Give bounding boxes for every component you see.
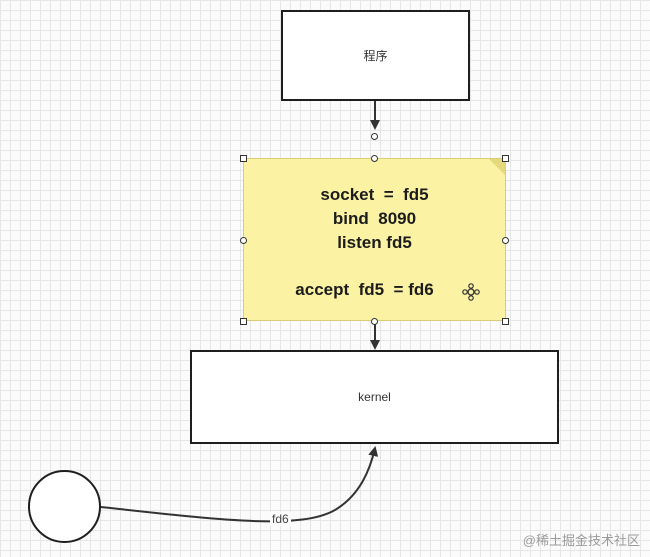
kernel-box[interactable]: kernel: [190, 350, 559, 444]
move-cursor-icon: [462, 283, 480, 301]
program-box[interactable]: 程序: [281, 10, 470, 101]
program-label: 程序: [363, 49, 388, 63]
resize-handle-bottom-right[interactable]: [502, 318, 509, 325]
resize-handle-bottom-left[interactable]: [240, 318, 247, 325]
note-line-accept: accept fd5 = fd6: [295, 280, 434, 299]
resize-handle-right[interactable]: [502, 237, 509, 244]
connection-point-top[interactable]: [371, 133, 378, 140]
resize-handle-left[interactable]: [240, 237, 247, 244]
note-line-listen: listen fd5: [337, 233, 412, 252]
edge-label-fd6: fd6: [270, 512, 291, 526]
resize-handle-bottom[interactable]: [371, 318, 378, 325]
code-note[interactable]: socket = fd5 bind 8090 listen fd5 accept…: [243, 158, 506, 321]
note-line-bind: bind 8090: [332, 209, 417, 228]
client-circle[interactable]: [28, 470, 101, 543]
kernel-label: kernel: [358, 390, 391, 404]
watermark: @稀土掘金技术社区: [522, 533, 640, 548]
note-line-socket: socket = fd5: [320, 185, 429, 204]
edge-client-to-kernel[interactable]: [100, 446, 379, 523]
resize-handle-top-right[interactable]: [502, 155, 509, 162]
resize-handle-top-left[interactable]: [240, 155, 247, 162]
resize-handle-top[interactable]: [371, 155, 378, 162]
note-fold-corner: [489, 159, 505, 175]
